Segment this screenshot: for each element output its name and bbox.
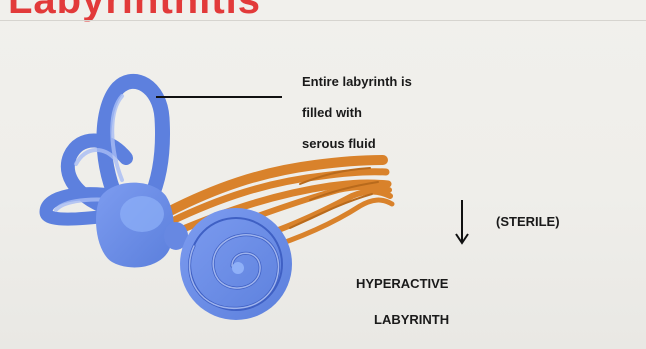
cochlea: [180, 208, 292, 320]
sterile-label: (STERILE): [496, 214, 560, 229]
annotation-line-2: filled with: [302, 97, 412, 128]
vestibule: [96, 183, 188, 268]
annotation-pointer-line: [156, 96, 282, 98]
annotation-line-1: Entire labyrinth is: [302, 66, 412, 97]
outcome-line-2: LABYRINTH: [356, 302, 496, 338]
annotation-text: Entire labyrinth is filled with serous f…: [302, 66, 412, 159]
outcome-label: HYPERACTIVE LABYRINTH: [356, 266, 496, 338]
annotation-line-3: serous fluid: [302, 128, 412, 159]
outcome-line-1: HYPERACTIVE: [356, 266, 496, 302]
down-arrow-icon: [452, 198, 472, 246]
